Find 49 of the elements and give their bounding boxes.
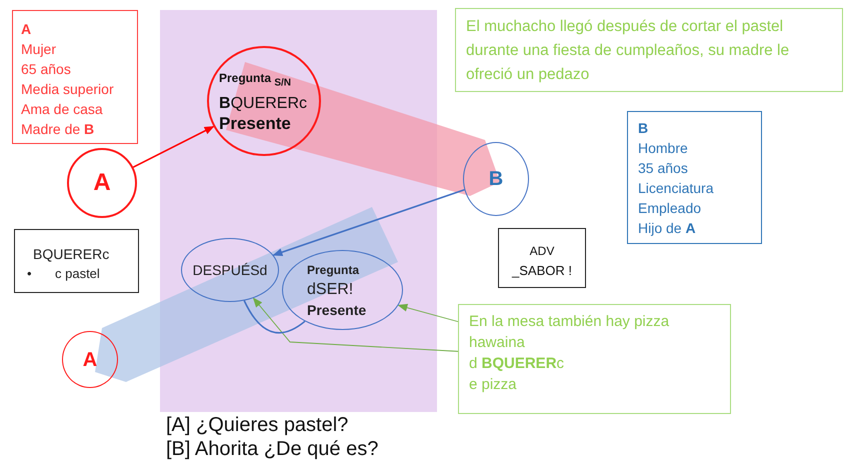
participant-circle xyxy=(463,142,529,216)
node-text: Hombre xyxy=(638,139,689,158)
text-box xyxy=(498,228,586,288)
node-text: BQUERERc xyxy=(219,94,308,114)
participant-circle xyxy=(67,148,137,218)
participant-circle xyxy=(62,331,118,388)
arrow xyxy=(132,126,214,168)
arrow xyxy=(397,304,458,322)
node-text: Mujer xyxy=(21,40,58,59)
node-text: Empleado xyxy=(638,199,702,218)
speech-act-ellipse xyxy=(207,46,321,156)
heading-text: Pregunta $_{S/N}$ xyxy=(219,70,292,91)
heading-text: ADV xyxy=(528,243,556,260)
arrow xyxy=(252,297,458,352)
text-box xyxy=(458,304,731,414)
text-box xyxy=(455,8,843,92)
node-text: 65 años xyxy=(21,60,72,79)
node-text: dSER! xyxy=(307,280,354,300)
dialogue-line: [B] Ahorita ¿De qué es? xyxy=(166,437,378,461)
node-text: c pastel xyxy=(55,265,100,283)
node-text: _SABOR ! xyxy=(510,262,573,280)
node-text: e pizza xyxy=(469,375,518,395)
adverb-ellipse xyxy=(181,238,279,302)
node-text: Madre de B xyxy=(21,120,96,139)
heading-text: A xyxy=(21,20,32,39)
speech-act-ellipse xyxy=(282,250,403,330)
node-text: DESPUÉSd xyxy=(192,261,268,280)
node-text: A xyxy=(82,350,98,370)
heading-text: Pregunta xyxy=(307,262,360,279)
connector-line xyxy=(243,300,306,334)
node-text: Presente xyxy=(219,114,291,134)
node-text: Media superior xyxy=(21,80,115,99)
node-text: B xyxy=(488,169,504,189)
node-text: El muchacho llegó después de cortar el pastel durante una fiesta de cumpleaños, su madre le ofreció un pedazo xyxy=(466,17,790,85)
node-text: 35 años xyxy=(638,159,689,178)
heading-text: B xyxy=(638,119,650,138)
node-text: Hijo de A xyxy=(638,219,697,238)
node-text: d BQUERERc xyxy=(469,354,566,374)
text-box xyxy=(627,111,762,244)
node-text: Ama de casa xyxy=(21,100,104,119)
text-box xyxy=(14,229,139,293)
heading-text: BQUERERc xyxy=(33,245,110,264)
node-text: Presente xyxy=(307,301,366,320)
node-text: Licenciatura xyxy=(638,179,714,198)
arrow xyxy=(272,189,465,256)
bullet-mark: • xyxy=(27,265,33,283)
dialogue-line: [A] ¿Quieres pastel? xyxy=(166,413,348,437)
node-text: A xyxy=(93,173,111,193)
text-box xyxy=(12,10,138,144)
